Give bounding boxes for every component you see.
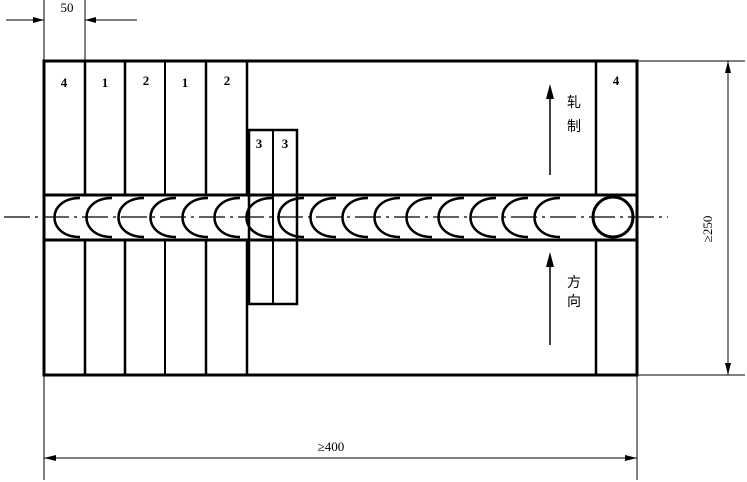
strip-dividers-top: [83, 61, 598, 195]
strip-label-2: 1: [102, 75, 109, 90]
strip-label-8: 4: [613, 73, 620, 88]
rolling-char-1: 轧: [567, 95, 581, 111]
rolling-arrowhead-up: [546, 84, 554, 99]
plate-outline: [42, 59, 639, 377]
rolling-direction: 轧 制 方 向: [546, 84, 581, 345]
rolling-char-2: 制: [567, 119, 581, 135]
strip-label-1: 4: [61, 75, 68, 90]
strip-labels: 4 1 2 1 2 3 3 4: [61, 73, 620, 151]
dimension-total-length: ≥400: [43, 375, 638, 480]
dimension-label-50: 50: [61, 0, 74, 15]
strip-label-4: 1: [182, 75, 189, 90]
dimension-label-250: ≥250: [700, 216, 715, 243]
strip-label-3: 2: [143, 73, 150, 88]
direction-char-1: 方: [567, 275, 581, 291]
direction-arrowhead-up: [546, 252, 554, 267]
strip-label-5: 2: [224, 73, 231, 88]
dimension-strip-width: 50: [6, 0, 137, 61]
direction-char-2: 向: [567, 294, 581, 310]
strip-label-7: 3: [282, 136, 289, 151]
dimension-total-height: ≥250: [637, 60, 745, 376]
dimension-label-400: ≥400: [318, 439, 345, 454]
strip-dividers-bottom: [83, 240, 598, 375]
strip-label-6: 3: [256, 136, 263, 151]
